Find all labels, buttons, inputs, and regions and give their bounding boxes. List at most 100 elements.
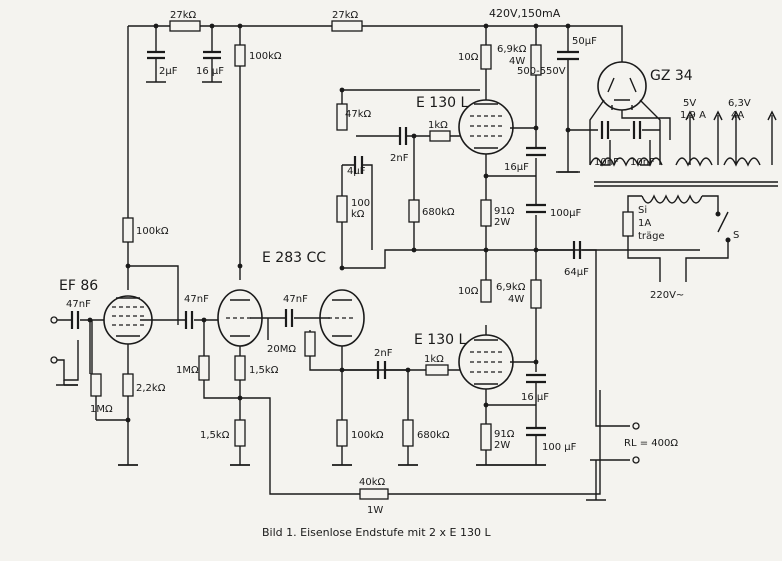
wire-ef86-screen bbox=[128, 265, 179, 325]
resistor-1k-top bbox=[429, 130, 451, 142]
label-2uf: 2μF bbox=[159, 66, 178, 77]
label-20m: 20MΩ bbox=[267, 344, 296, 355]
ground-symbols bbox=[56, 171, 580, 466]
label-40k-1: 40kΩ bbox=[359, 477, 386, 488]
label-16u-top: 16μF bbox=[504, 162, 529, 173]
label-gz34: GZ 34 bbox=[650, 68, 693, 84]
output-wiring bbox=[485, 249, 630, 501]
label-mains: 220V~ bbox=[650, 290, 684, 301]
resistor-20m bbox=[304, 331, 316, 357]
resistor-1m-ef86 bbox=[90, 373, 102, 397]
label-1k-top: 1kΩ bbox=[428, 120, 448, 131]
label-1m-ef86: 1MΩ bbox=[90, 404, 113, 415]
label-100k-top: 100kΩ bbox=[249, 51, 282, 62]
label-fuse-trage: träge bbox=[638, 231, 665, 242]
label-500: 500-550V bbox=[517, 66, 566, 77]
gz34-wiring bbox=[568, 99, 671, 166]
resistor-1k5-b bbox=[234, 419, 246, 447]
label-e130l-top: E 130 L bbox=[416, 95, 468, 111]
label-10-bot: 10Ω bbox=[458, 286, 479, 297]
label-6k9-top-2: 4W bbox=[509, 56, 525, 67]
top-plates bbox=[474, 103, 498, 149]
input-terminal-2[interactable] bbox=[50, 356, 58, 364]
resistor-10-bot bbox=[480, 279, 492, 303]
label-fuse-si: Si bbox=[638, 205, 647, 216]
label-4a: 4A bbox=[731, 110, 744, 121]
label-27k-1: 27kΩ bbox=[170, 10, 197, 21]
label-1k5-a: 1,5kΩ bbox=[249, 365, 279, 376]
resistor-47k bbox=[336, 103, 348, 131]
output-terminal-1[interactable] bbox=[632, 422, 640, 430]
label-1k-bot: 1kΩ bbox=[424, 354, 444, 365]
label-100k-mid-1: 100 bbox=[351, 198, 370, 209]
resistor-100k-bot bbox=[336, 419, 348, 447]
switch-contact-a bbox=[715, 211, 721, 217]
input-ground bbox=[63, 380, 78, 386]
label-100u-top: 100μF bbox=[550, 208, 581, 219]
label-91-bot-2: 2W bbox=[494, 440, 510, 451]
label-16uf-1: 16 μF bbox=[196, 66, 224, 77]
label-4uf: 4μF bbox=[347, 166, 366, 177]
label-47nf-2: 47nF bbox=[184, 294, 209, 305]
label-680k-bot: 680kΩ bbox=[417, 430, 450, 441]
label-switch: S bbox=[733, 230, 739, 241]
primary-winding bbox=[627, 194, 729, 282]
resistor-100k-mid bbox=[336, 195, 348, 223]
label-2k2: 2,2kΩ bbox=[136, 383, 166, 394]
resistor-40k bbox=[359, 488, 389, 500]
junctions bbox=[87, 23, 571, 423]
resistor-100k-ef86 bbox=[122, 217, 134, 243]
label-47k: 47kΩ bbox=[345, 109, 372, 120]
label-10nf-2: 10nF bbox=[630, 157, 655, 168]
label-100u-bot: 100 μF bbox=[542, 442, 577, 453]
resistor-680k-bot bbox=[402, 419, 414, 447]
label-100k-ef86: 100kΩ bbox=[136, 226, 169, 237]
label-1m-cc: 1MΩ bbox=[176, 365, 199, 376]
filter-cap-wires bbox=[146, 26, 222, 83]
label-6k9-top-1: 6,9kΩ bbox=[497, 44, 527, 55]
label-91-top-2: 2W bbox=[494, 217, 510, 228]
label-2n-top: 2nF bbox=[390, 153, 409, 164]
caption: Bild 1. Eisenlose Endstufe mit 2 x E 130… bbox=[262, 526, 491, 539]
resistor-1m-cc bbox=[198, 355, 210, 381]
resistor-2k2 bbox=[122, 373, 134, 397]
resistor-6k9-bot bbox=[530, 279, 542, 309]
label-680k-top: 680kΩ bbox=[422, 207, 455, 218]
output-terminal-2[interactable] bbox=[632, 456, 640, 464]
label-100k-bot: 100kΩ bbox=[351, 430, 384, 441]
tube-gz34 bbox=[597, 61, 647, 111]
label-10nf-1: 10nF bbox=[594, 157, 619, 168]
resistor-1k5-a bbox=[234, 355, 246, 381]
label-e130l-bottom: E 130 L bbox=[414, 332, 466, 348]
fuse-si bbox=[622, 211, 634, 237]
resistor-10-top bbox=[480, 44, 492, 70]
input-terminal-1[interactable] bbox=[50, 316, 58, 324]
label-47nf-in: 47nF bbox=[66, 299, 91, 310]
label-6v3: 6,3V bbox=[728, 98, 751, 109]
label-5v: 5V bbox=[683, 98, 696, 109]
label-16u-bot: 16 μF bbox=[521, 392, 549, 403]
label-64uf: 64μF bbox=[564, 267, 589, 278]
supply-voltage: 420V,150mA bbox=[489, 7, 561, 20]
heater-windings bbox=[589, 115, 773, 167]
label-rl: RL = 400Ω bbox=[624, 438, 678, 449]
heater-arrows bbox=[685, 110, 777, 121]
supply-rail bbox=[128, 25, 623, 62]
cc-plates bbox=[230, 299, 352, 337]
resistor-1k-bot bbox=[425, 364, 449, 376]
lower-driver-wiring bbox=[342, 369, 468, 466]
resistor-100k-top bbox=[234, 44, 246, 67]
bot-plates bbox=[474, 339, 498, 385]
label-91-bot-1: 91Ω bbox=[494, 429, 515, 440]
label-6k9-bot-2: 4W bbox=[508, 294, 524, 305]
resistor-27k-2 bbox=[331, 20, 363, 32]
label-1a9: 1,9 A bbox=[680, 110, 706, 121]
label-50uf: 50μF bbox=[572, 36, 597, 47]
label-27k-2: 27kΩ bbox=[332, 10, 359, 21]
label-e283cc: E 283 CC bbox=[262, 250, 326, 266]
resistor-91-top bbox=[480, 199, 492, 227]
label-47nf-3: 47nF bbox=[283, 294, 308, 305]
switch-contact-b[interactable] bbox=[725, 237, 731, 243]
resistor-91-bot bbox=[480, 423, 492, 451]
